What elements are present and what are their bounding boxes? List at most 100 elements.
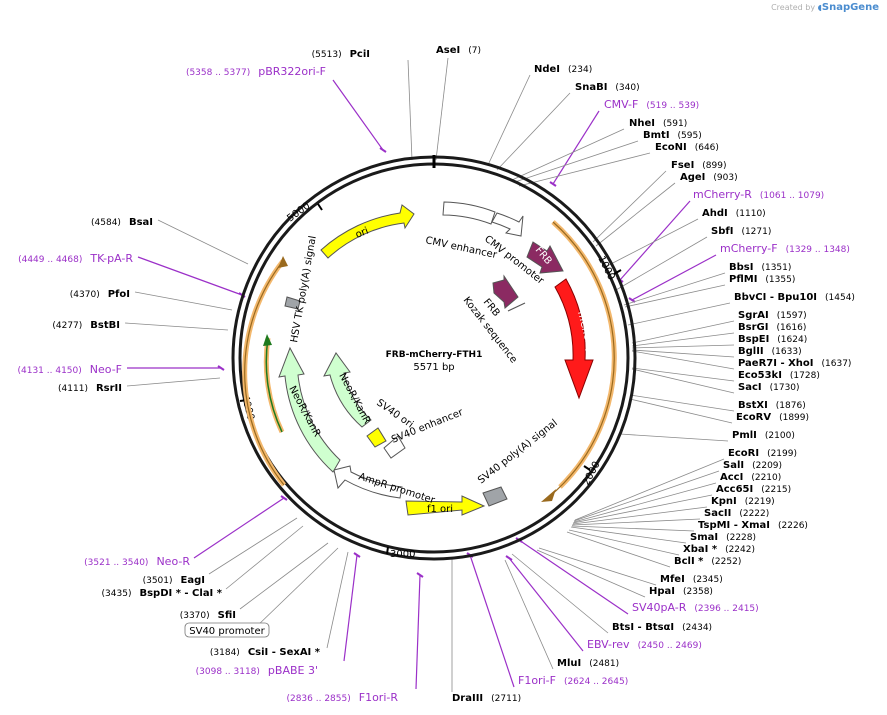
site-pfoi[interactable]: (4370)PfoI [70, 289, 130, 300]
site-position: (1899) [779, 413, 809, 423]
site-agei[interactable]: AgeI(903) [680, 172, 738, 183]
site-name: BclI * [674, 556, 704, 567]
site-pflmi[interactable]: PflMI(1355) [729, 274, 795, 285]
site-position: (4584) [91, 218, 121, 228]
site-position: (1730) [770, 383, 800, 393]
site-bsai[interactable]: (4584) BsaI [91, 217, 153, 228]
site-sbfi[interactable]: SbfI(1271) [711, 226, 771, 237]
site-position: (2450 .. 2469) [638, 641, 702, 651]
site-asei[interactable]: AseI(7) [436, 45, 481, 56]
primer-pbabe3[interactable]: (3098 .. 3118)pBABE 3' [196, 664, 318, 677]
leader-sbfi [615, 236, 708, 291]
site-sfii[interactable]: (3370)SfiI [180, 610, 236, 621]
site-position: (2624 .. 2645) [564, 677, 628, 687]
site-nhei[interactable]: NheI(591) [629, 118, 687, 129]
site-hpai[interactable]: HpaI(2358) [649, 586, 713, 597]
leader-sacii [571, 518, 701, 526]
site-acc65i[interactable]: Acc65I(2215) [716, 484, 791, 495]
site-tspmi[interactable]: TspMI - XmaI(2226) [698, 520, 808, 531]
leader-tkpar [137, 256, 243, 296]
site-name: Acc65I [716, 484, 753, 495]
site-name: BstBI [90, 320, 120, 331]
primer-ebvrev[interactable]: EBV-rev(2450 .. 2469) [587, 638, 702, 651]
site-bstxi[interactable]: BstXI(1876) [738, 400, 806, 411]
site-acci[interactable]: AccI (2210) [720, 472, 781, 483]
site-pmli[interactable]: PmlI(2100) [732, 430, 795, 441]
site-paer7i[interactable]: PaeR7I - XhoI(1637) [738, 358, 851, 369]
hsv-tk-feature [284, 296, 301, 310]
primer-f1orif[interactable]: F1ori-F(2624 .. 2645) [518, 674, 628, 687]
site-name: AccI [720, 472, 743, 483]
site-eco53ki[interactable]: Eco53kI(1728) [738, 370, 820, 381]
site-sgrai[interactable]: SgrAI(1597) [738, 310, 807, 321]
site-name: SV40pA-R [632, 601, 687, 614]
site-ahdi[interactable]: AhdI(1110) [702, 208, 766, 219]
site-bsrgi[interactable]: BsrGI(1616) [738, 322, 806, 333]
site-psi[interactable]: (5513)PciI [312, 49, 370, 60]
site-name: AseI [436, 45, 460, 56]
site-label-text: (4584) BsaI [91, 217, 153, 228]
site-position: (234) [568, 65, 592, 75]
site-eagi[interactable]: (3501)EagI [143, 575, 205, 586]
site-position: (3370) [180, 611, 210, 621]
site-bspei[interactable]: BspEI(1624) [738, 334, 807, 345]
site-smai[interactable]: SmaI(2228) [690, 532, 756, 543]
primer-cmvf[interactable]: CMV-F(519 .. 539) [604, 98, 699, 111]
site-saci[interactable]: SacI(1730) [738, 382, 800, 393]
site-bstbi[interactable]: (4277)BstBI [52, 320, 120, 331]
site-csii[interactable]: (3184)CsiI - SexAI * [210, 647, 321, 658]
site-label-text: FseI(899) [671, 160, 727, 171]
site-fsei[interactable]: FseI(899) [671, 160, 727, 171]
site-snabi[interactable]: SnaBI(340) [575, 82, 640, 93]
leader-mlui [504, 559, 554, 670]
site-econi[interactable]: EcoNI(646) [655, 142, 719, 153]
site-rsrii[interactable]: (4111)RsrII [58, 383, 122, 394]
site-sv40prom[interactable]: SV40 promoter [184, 622, 270, 638]
site-position: (1351) [761, 263, 791, 273]
site-label-text: (4277)BstBI [52, 320, 120, 331]
site-position: (3098 .. 3118) [196, 667, 260, 677]
site-name: BglII [738, 346, 764, 357]
primer-pbr322[interactable]: (5358 .. 5377)pBR322ori-F [186, 65, 326, 78]
leader-ndei [487, 74, 531, 166]
site-label-text: KpnI(2219) [711, 496, 775, 507]
site-bmti[interactable]: BmtI(595) [643, 130, 702, 141]
site-bglii[interactable]: BglII(1633) [738, 346, 802, 357]
site-label-text: EcoRV(1899) [736, 412, 809, 423]
site-xbai[interactable]: XbaI *(2242) [683, 544, 755, 555]
site-bbsi[interactable]: BbsI(1351) [729, 262, 791, 273]
leader-pmli [619, 433, 729, 442]
primer-neof[interactable]: (4131 .. 4150)Neo-F [17, 363, 122, 376]
primer-mchr[interactable]: mCherry-R(1061 .. 1079) [693, 188, 824, 201]
site-btsi[interactable]: BtsI - BtsαI(2434) [612, 622, 712, 633]
site-ndei[interactable]: NdeI(234) [534, 64, 592, 75]
site-bspdi[interactable]: (3435)BspDI * - ClaI * [102, 588, 223, 599]
site-mfei[interactable]: MfeI(2345) [660, 574, 723, 585]
primer-neor[interactable]: (3521 .. 3540)Neo-R [84, 555, 190, 568]
primer-sv40par[interactable]: SV40pA-R(2396 .. 2415) [632, 601, 759, 614]
site-sali[interactable]: SalI(2209) [723, 460, 782, 471]
site-name: AhdI [702, 208, 728, 219]
leader-hpai [536, 549, 646, 598]
primer-mchf[interactable]: mCherry-F(1329 .. 1348) [720, 242, 850, 255]
site-position: (2210) [751, 473, 781, 483]
site-ecori[interactable]: EcoRI(2199) [728, 448, 797, 459]
site-kpni[interactable]: KpnI(2219) [711, 496, 775, 507]
primer-mark-neor [280, 495, 288, 501]
leader-csii [326, 551, 349, 649]
primer-tkpar[interactable]: (4449 .. 4468)TK-pA-R [18, 252, 133, 265]
site-ecorv[interactable]: EcoRV(1899) [736, 412, 809, 423]
site-bbvci[interactable]: BbvCI - Bpu10I(1454) [734, 292, 855, 303]
left-region-arc-core [244, 260, 285, 486]
site-name: BsaI [129, 217, 153, 228]
site-bcli[interactable]: BclI *(2252) [674, 556, 741, 567]
sv40-ori-feature [366, 427, 387, 448]
site-name: pBR322ori-F [258, 65, 326, 78]
site-position: (1271) [741, 227, 771, 237]
primer-f1orir[interactable]: (2836 .. 2855)F1ori-R [286, 691, 398, 704]
left-region-arrowhead [278, 256, 288, 268]
site-draiii[interactable]: DraIII(2711) [452, 693, 521, 704]
site-mlui[interactable]: MluI(2481) [557, 658, 619, 669]
site-label-text: EcoNI(646) [655, 142, 719, 153]
site-sacii[interactable]: SacII(2222) [704, 508, 769, 519]
